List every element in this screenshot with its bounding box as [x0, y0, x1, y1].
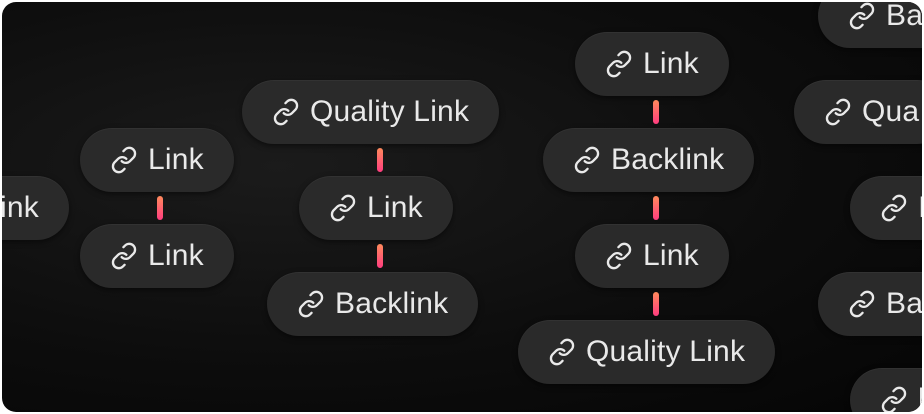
chain-connector — [653, 292, 659, 316]
link-pill-label: Ba — [886, 2, 922, 32]
link-pill-label: Backlink — [611, 143, 725, 176]
chain-connector — [653, 100, 659, 124]
link-pill-label: l — [918, 383, 922, 412]
link-pill-label: Link — [148, 239, 204, 272]
link-icon — [848, 290, 876, 318]
link-pill: Ba — [818, 2, 922, 48]
chain-connector — [377, 244, 383, 268]
link-pill: ink — [2, 176, 69, 240]
chain-connector — [377, 148, 383, 172]
link-pill-label: Quality Link — [586, 335, 746, 368]
link-pill: l — [850, 368, 922, 412]
link-icon — [573, 146, 601, 174]
link-pill-label: ink — [2, 191, 39, 224]
link-icon — [605, 50, 633, 78]
link-pill: Link — [80, 128, 234, 192]
link-pill-label: Link — [643, 47, 699, 80]
link-pill-label: Qua — [862, 95, 920, 128]
link-icon — [548, 338, 576, 366]
link-pill: Quality Link — [518, 320, 776, 384]
link-icon — [110, 146, 138, 174]
link-icon — [880, 386, 908, 412]
link-pill-label: Link — [148, 143, 204, 176]
link-icon — [329, 194, 357, 222]
link-pill: Ba — [818, 272, 922, 336]
link-pill: Backlink — [543, 128, 755, 192]
link-pill: Quality Link — [242, 80, 500, 144]
link-pill-label: I — [918, 191, 922, 225]
chain-connector — [157, 196, 163, 220]
link-pill: Link — [80, 224, 234, 288]
link-pill: Backlink — [267, 272, 479, 336]
link-pill: Link — [575, 224, 729, 288]
link-pill-label: Quality Link — [310, 95, 470, 128]
link-pill: I — [850, 176, 922, 240]
link-pill-label: Backlink — [335, 287, 449, 320]
link-icon — [848, 2, 876, 30]
link-icon — [880, 194, 908, 222]
link-icon — [824, 98, 852, 126]
link-pill-label: Ba — [886, 287, 922, 320]
link-icon — [605, 242, 633, 270]
link-icon — [110, 242, 138, 270]
link-pill: Qua — [794, 80, 922, 144]
link-icon — [272, 98, 300, 126]
link-pill-label: Link — [367, 191, 423, 224]
chain-connector — [653, 196, 659, 220]
link-icon — [297, 290, 325, 318]
link-pill: Link — [299, 176, 453, 240]
link-pill: Link — [575, 32, 729, 96]
link-pill-label: Link — [643, 239, 699, 272]
